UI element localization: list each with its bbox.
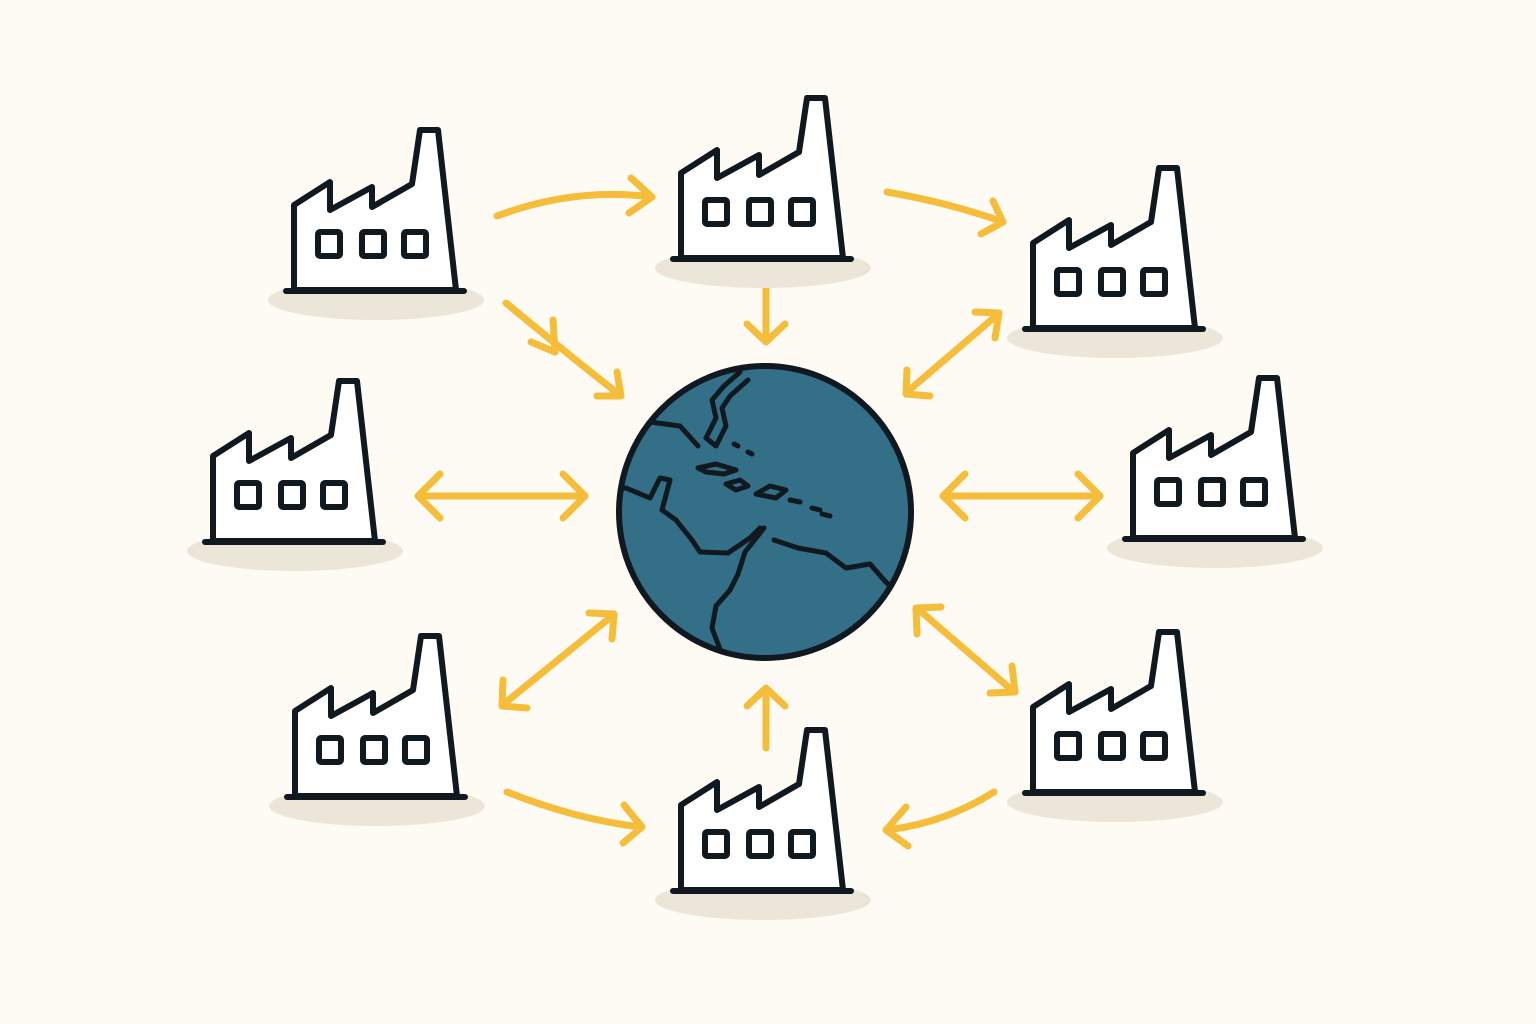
arrow-globe-top-right	[902, 308, 1003, 400]
factory-window	[234, 480, 262, 510]
factory-window	[316, 735, 344, 765]
arrow-top-center-to-top-right	[883, 188, 1007, 238]
factory-icon	[1007, 165, 1223, 358]
factory-window	[402, 735, 430, 765]
island-chain	[787, 497, 833, 519]
factory-window	[1054, 731, 1082, 761]
factory-window	[702, 197, 730, 227]
arrow-bottom-right-to-bottom-center	[882, 788, 998, 850]
factory-window	[1154, 477, 1182, 507]
continent-south-america-coast	[771, 537, 903, 599]
factory-icon	[268, 127, 484, 320]
factory-icon	[1007, 629, 1223, 822]
arrow-bottom-center-to-globe	[743, 684, 789, 752]
factory-window	[788, 829, 816, 859]
island-dot-2	[745, 449, 755, 457]
arrow-globe-bottom-right	[912, 603, 1019, 697]
island-caribbean-2	[753, 483, 789, 501]
arrows	[414, 174, 1104, 850]
factory-window	[315, 229, 343, 259]
island-caribbean-3	[723, 477, 751, 493]
arrow-bottom-left-to-bottom-center	[503, 788, 646, 847]
factory-window	[1098, 731, 1126, 761]
factory-icon	[269, 633, 485, 826]
island-caribbean-1	[695, 461, 739, 477]
factory-window	[788, 197, 816, 227]
factory-window	[702, 829, 730, 859]
continent-north-coast	[703, 369, 751, 449]
arrow-globe-middle-left	[414, 470, 589, 522]
factory-window	[746, 197, 774, 227]
factory-icon	[187, 378, 403, 571]
arrow-top-left-to-globe	[502, 299, 625, 400]
island-dot-1	[731, 441, 741, 449]
arrow-top-center-to-globe	[743, 283, 789, 346]
factory-icon	[655, 727, 871, 920]
factory-window	[278, 480, 306, 510]
factories	[187, 95, 1323, 920]
factory-window	[320, 480, 348, 510]
factory-window	[1198, 477, 1226, 507]
factory-window	[1240, 477, 1268, 507]
factory-window	[1140, 267, 1168, 297]
arrow-globe-middle-right	[939, 470, 1104, 522]
arrow-top-left-to-top-center	[493, 174, 656, 220]
arrow-globe-bottom-left	[498, 609, 618, 712]
factory-window	[401, 229, 429, 259]
factory-window	[1140, 731, 1168, 761]
factory-window	[1098, 267, 1126, 297]
factory-window	[359, 229, 387, 259]
factory-icon	[1107, 375, 1323, 568]
continent-north-america	[619, 475, 763, 556]
factory-window	[746, 829, 774, 859]
factory-window	[360, 735, 388, 765]
factory-window	[1054, 267, 1082, 297]
factory-icon	[655, 95, 871, 288]
